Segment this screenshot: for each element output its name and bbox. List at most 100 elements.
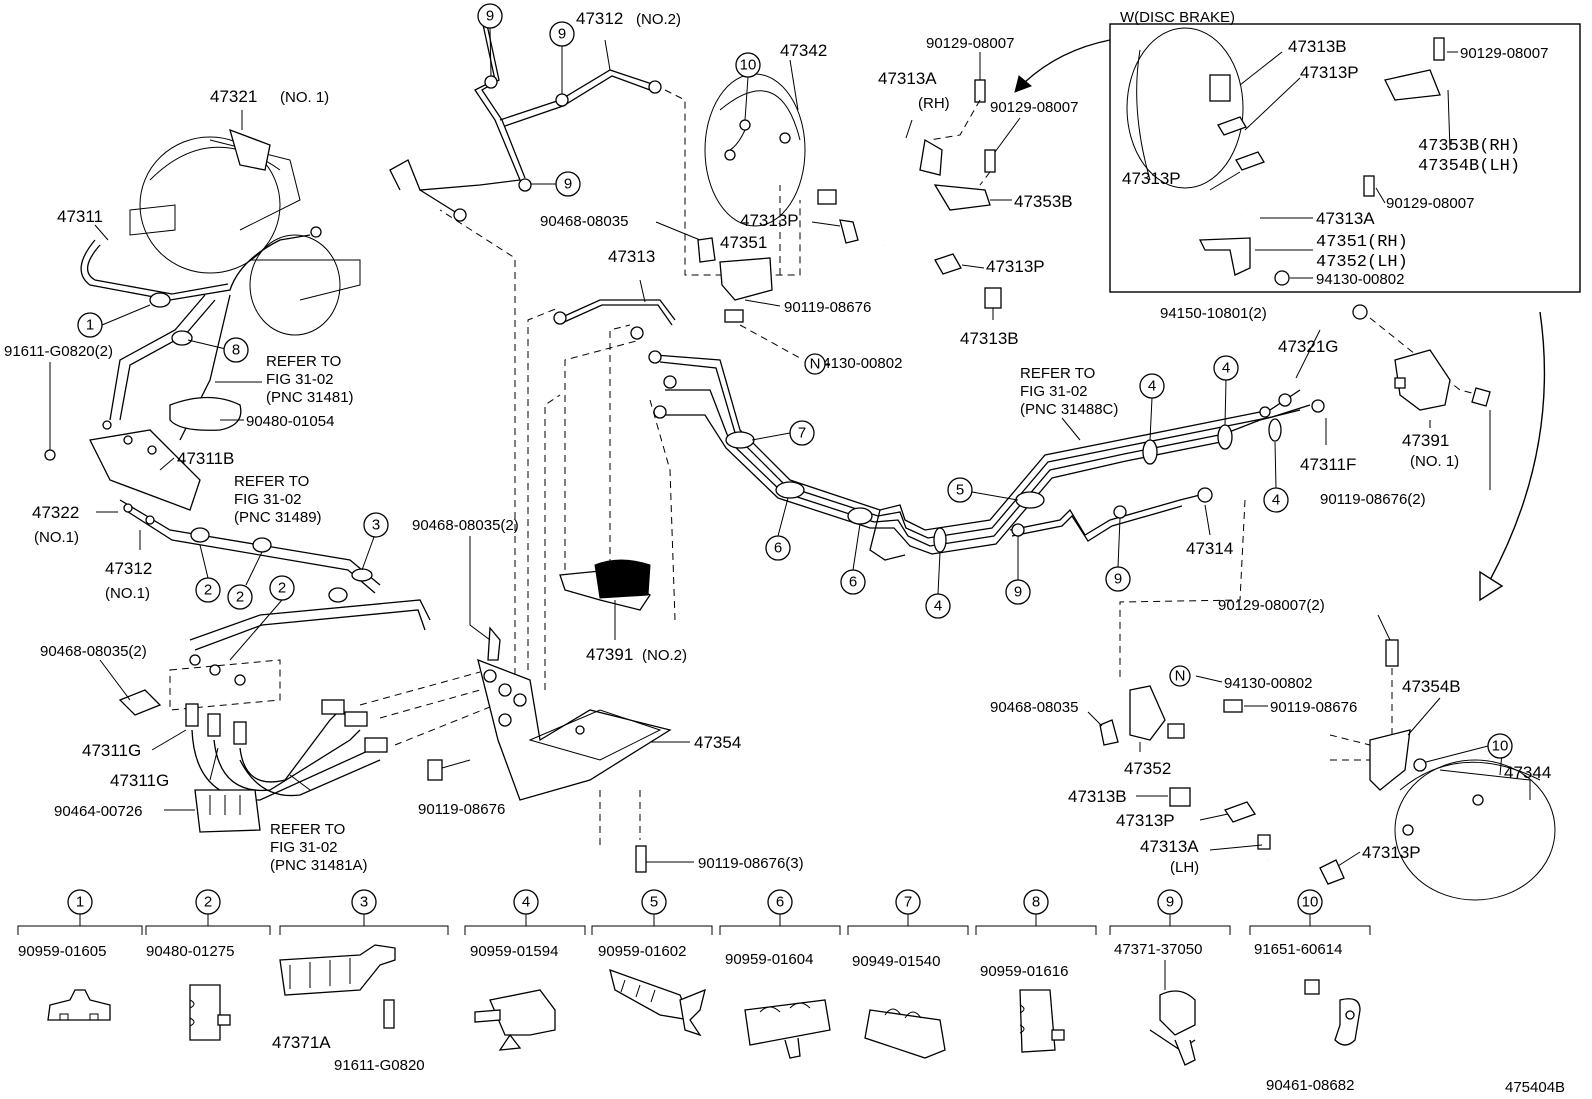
label-47322: 47322 xyxy=(32,503,79,522)
svg-text:10: 10 xyxy=(1302,894,1319,911)
callout-3: 3 xyxy=(361,512,389,571)
master-cylinder-assembly xyxy=(44,128,431,651)
legend-item-10: 10 91651-60614 90461-08682 xyxy=(1254,889,1361,1094)
callout-5: 5 xyxy=(947,477,1019,503)
rear-labels: 90129-08007(2) 94130-00802 90119-08676 9… xyxy=(990,597,1551,876)
inset-bracket-top xyxy=(1384,69,1441,101)
label-90119-top: 90119-08676 xyxy=(784,299,871,316)
label-90119-mid: 90119-08676 xyxy=(418,801,505,818)
svg-text:90461-08682: 90461-08682 xyxy=(1266,1077,1354,1094)
arrow-head-bottom xyxy=(1479,570,1504,602)
inset-bolt-mid xyxy=(1363,175,1375,197)
label-90119-2: 90119-08676(2) xyxy=(1320,491,1426,508)
callout-9a: 9 xyxy=(477,3,503,77)
drum-47342: 47342 90468-08035 47351 90119-08676 9413… xyxy=(540,41,902,372)
callout-10a: 10 xyxy=(735,52,761,121)
svg-text:2: 2 xyxy=(204,582,212,599)
callout-4a: 4 xyxy=(925,551,951,619)
bracket-47352 xyxy=(1129,685,1166,741)
inset-clip-a xyxy=(1217,116,1247,136)
callouts: 1 8 2 2 2 3 9 9 9 10 7 6 6 4 9 9 5 4 4 4… xyxy=(77,3,1513,763)
svg-text:6: 6 xyxy=(776,894,784,911)
label-47312-no1: 47312 xyxy=(105,559,152,578)
svg-text:90959-01616: 90959-01616 xyxy=(980,963,1068,980)
svg-text:6: 6 xyxy=(849,574,857,591)
callout-9d: 9 xyxy=(1005,536,1031,605)
inset-rotor xyxy=(1126,27,1244,189)
clip-90468-r xyxy=(1099,719,1119,746)
callout-4b: 4 xyxy=(1139,373,1165,441)
callout-2b: 2 xyxy=(227,551,263,610)
label-90468-2b: 90468-08035(2) xyxy=(412,517,519,534)
svg-text:91651-60614: 91651-60614 xyxy=(1254,941,1342,958)
inset-union-bolt xyxy=(1209,74,1231,102)
label-47351: 47351 xyxy=(720,233,767,252)
inset-label-47351: 47351(RH) xyxy=(1316,233,1408,252)
label-47313P-r2: 47313P xyxy=(1362,843,1421,862)
svg-text:9: 9 xyxy=(486,8,494,25)
legend-item-1: 1 90959-01605 xyxy=(18,889,111,1021)
label-47313P-mid: 47313P xyxy=(986,257,1045,276)
label-47312-no2: 47312 xyxy=(576,9,623,28)
bolt-90119-3 xyxy=(635,845,647,873)
svg-text:4: 4 xyxy=(934,598,942,615)
clip-90468-a xyxy=(118,689,162,716)
pad-90480-01054 xyxy=(169,396,242,431)
label-90129-top2: 90129-08007 xyxy=(990,99,1078,116)
bracket-47391-no1 xyxy=(1394,349,1451,411)
legend-item-8: 8 90959-01616 xyxy=(980,889,1068,1053)
bracket-47354 xyxy=(427,626,672,873)
refer-31481-l3: (PNC 31481) xyxy=(266,389,354,406)
inset-frame xyxy=(1109,23,1581,293)
label-47321-note: (NO. 1) xyxy=(280,89,329,106)
n-markers: N N xyxy=(804,353,1191,687)
svg-text:4: 4 xyxy=(522,894,530,911)
legend-item-3: 3 47371A 91611-G0820 xyxy=(272,889,425,1074)
n-marker-rear-text: N xyxy=(1175,668,1186,685)
label-47312-no1-note: (NO.1) xyxy=(105,585,150,602)
label-90119-3: 90119-08676(3) xyxy=(698,855,804,872)
label-47353B: 47353B xyxy=(1014,192,1073,211)
bundle-labels: REFER TO FIG 31-02 (PNC 31488C) 47314 94… xyxy=(1020,304,1491,680)
refer-31481A-l3: (PNC 31481A) xyxy=(270,857,368,874)
label-90480-01054: 90480-01054 xyxy=(246,413,334,430)
clamp-1-a xyxy=(149,292,171,308)
refer-31488C-l1: REFER TO xyxy=(1020,365,1095,382)
dashed-guides xyxy=(439,185,781,690)
callout-6a: 6 xyxy=(765,497,791,561)
label-90468-2a: 90468-08035(2) xyxy=(40,643,147,660)
label-47311G-b: 47311G xyxy=(110,771,169,790)
svg-text:9: 9 xyxy=(1114,571,1122,588)
svg-text:90949-01540: 90949-01540 xyxy=(852,953,940,970)
label-47313B-r: 47313B xyxy=(1068,787,1127,806)
label-90464: 90464-00726 xyxy=(54,803,142,820)
disc-brake-inset: W(DISC BRAKE) 47313B 47313P 47313P 90129… xyxy=(1109,9,1581,293)
svg-text:9: 9 xyxy=(558,26,566,43)
inset-clip-b xyxy=(1235,151,1265,171)
joint-block-assembly xyxy=(118,654,496,833)
bracket-47353B xyxy=(933,184,991,211)
svg-text:3: 3 xyxy=(360,894,368,911)
label-47311F: 47311F xyxy=(1300,455,1356,474)
refer-31481-l2: FIG 31-02 xyxy=(266,371,334,388)
line-47313: 47313 xyxy=(553,247,676,340)
hose-47313A-rh: 47353B 47313A (RH) 90129-08007 90129-080… xyxy=(817,35,1078,348)
inset-label-47352: 47352(LH) xyxy=(1316,253,1408,272)
n-marker-rear xyxy=(1169,665,1191,687)
label-47313P-top: 47313P xyxy=(740,211,799,230)
svg-text:4: 4 xyxy=(1222,360,1230,377)
legend-item-4: 4 90959-01594 xyxy=(470,889,558,1051)
label-47354: 47354 xyxy=(694,733,741,752)
legend-item-9: 9 47371-37050 xyxy=(1114,889,1202,1066)
inset-label-47313P-b: 47313P xyxy=(1122,169,1181,188)
legend-item-2: 2 90480-01275 xyxy=(146,889,234,1041)
inset-hose-inner xyxy=(1239,83,1354,217)
label-47313P-r1: 47313P xyxy=(1116,811,1175,830)
inset-bolt-top xyxy=(1433,37,1445,61)
legend-item-6: 6 90959-01604 xyxy=(725,889,831,1059)
inset-hose xyxy=(1239,84,1353,216)
label-94150: 94150-10801(2) xyxy=(1160,305,1267,322)
inset-label-94130: 94130-00802 xyxy=(1316,271,1404,288)
svg-text:2: 2 xyxy=(236,589,244,606)
label-47391-no2-note: (NO.2) xyxy=(642,647,687,664)
